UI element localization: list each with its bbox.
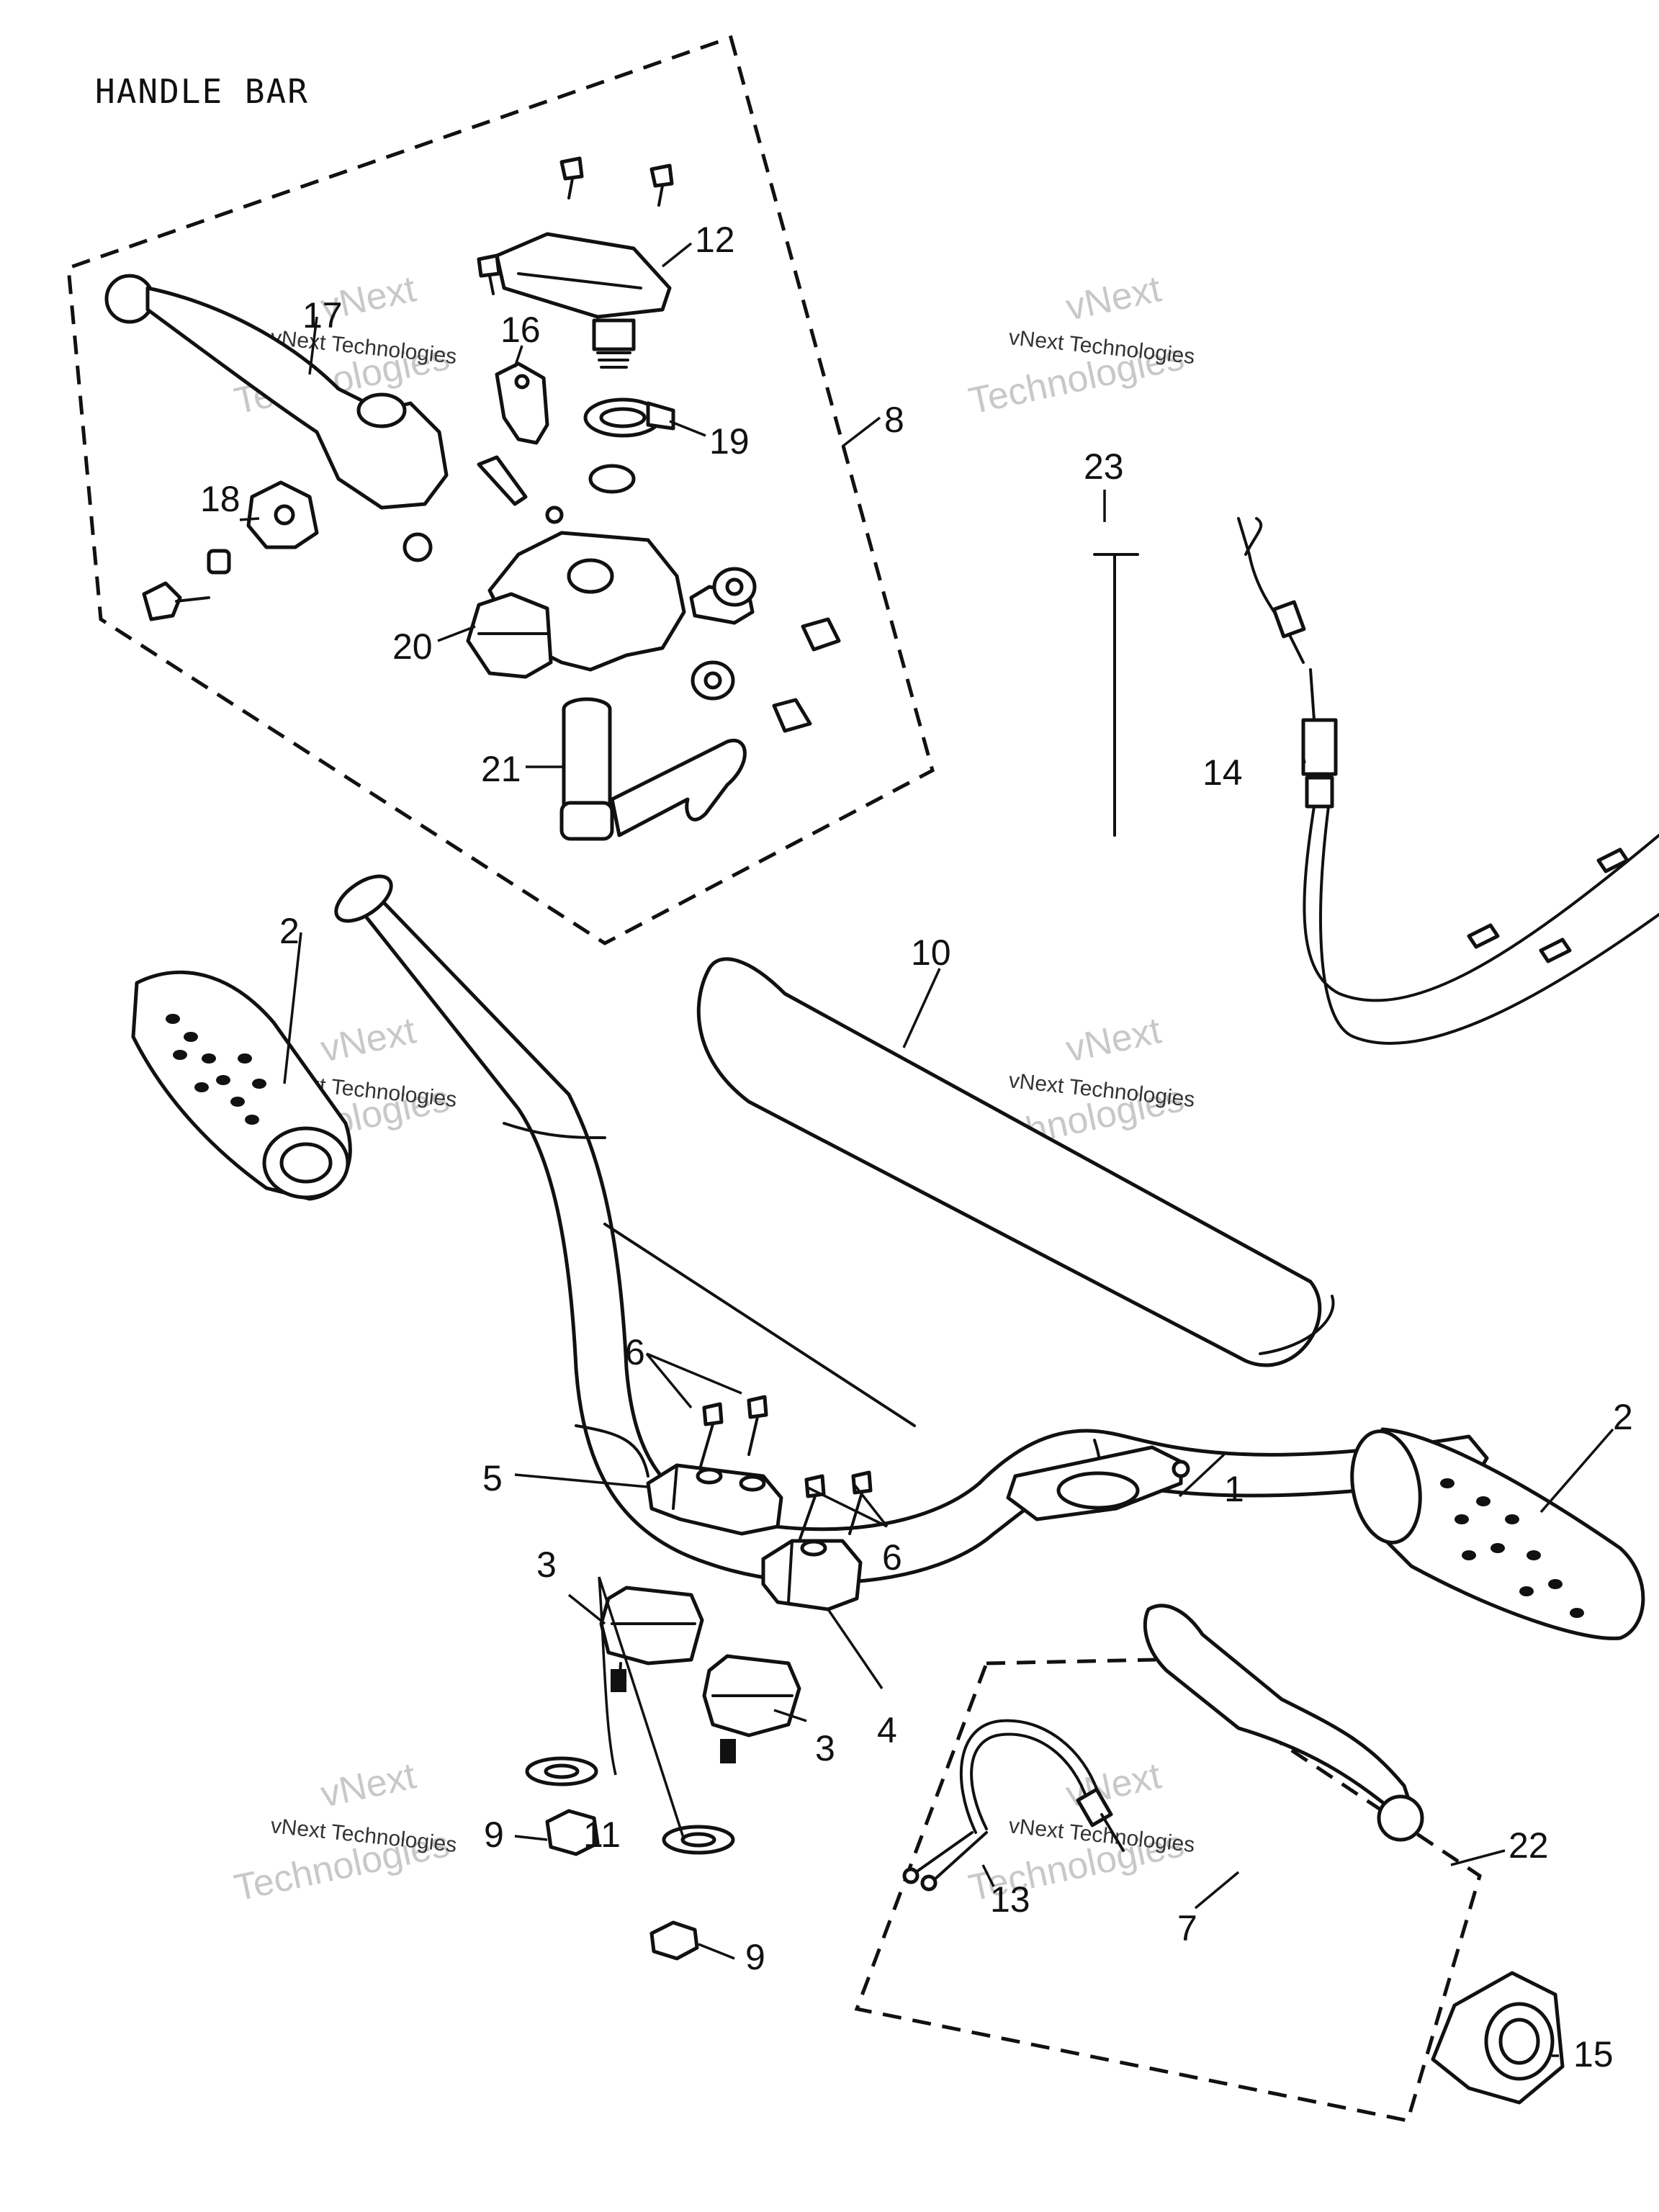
callout-4: 4	[877, 1710, 897, 1750]
callout-2-left: 2	[279, 911, 300, 951]
part-15-throttle-housing	[1431, 1971, 1565, 2105]
top-screws	[477, 156, 674, 295]
svg-text:vNext: vNext	[1062, 268, 1165, 328]
callout-20: 20	[392, 626, 433, 667]
callout-18: 18	[200, 479, 240, 519]
assembly-8-small-parts	[142, 455, 841, 733]
callout-16: 16	[500, 310, 541, 350]
part-20-master-cylinder	[466, 531, 755, 679]
part-21-pivot	[559, 697, 747, 841]
leader-lines	[239, 242, 1614, 2057]
part-14-throttle-cable	[1237, 517, 1659, 1045]
callout-12: 12	[695, 220, 735, 260]
part-3-right-riser	[702, 1654, 801, 1763]
callout-17: 17	[302, 295, 343, 336]
part-12-reservoir-cap	[495, 232, 672, 319]
part-9-nuts	[545, 1809, 699, 1961]
svg-text:vNext: vNext	[317, 1010, 420, 1070]
part-2-left-grip	[131, 970, 352, 1201]
callout-3-left: 3	[536, 1545, 557, 1585]
callout-5: 5	[482, 1458, 503, 1498]
watermark-top-right: vNext Technologies vNext Technologies	[965, 268, 1195, 422]
callout-labels: 1 2 2 3 3 4 5 6 6 7 8 9 9 10 11 12 13 14…	[200, 220, 1633, 2074]
assembly-22-boundary	[854, 1658, 1482, 2123]
part-16-bracket	[495, 361, 549, 445]
part-3-left-riser	[599, 1586, 704, 1692]
callout-2-right: 2	[1613, 1397, 1633, 1437]
callout-9-left: 9	[484, 1815, 504, 1855]
callout-6-right: 6	[882, 1537, 902, 1578]
diagram-title: HANDLE BAR	[95, 72, 309, 111]
svg-text:vNext: vNext	[1062, 1010, 1165, 1070]
callout-23: 23	[1084, 446, 1124, 487]
callout-21: 21	[481, 749, 521, 789]
part-22-clamp	[1006, 1445, 1190, 1521]
callout-1: 1	[1224, 1469, 1244, 1509]
callout-6-left: 6	[625, 1332, 645, 1372]
part-11-washers	[525, 1756, 735, 1855]
part-7-lever	[1143, 1604, 1424, 1842]
part-13-switch-wires	[902, 1719, 1125, 1892]
part-10-handlebar-pad	[696, 957, 1335, 1367]
part-4-upper-clamp	[761, 1539, 863, 1611]
svg-text:vNext: vNext	[1062, 1755, 1165, 1815]
part-5-upper-clamp	[646, 1463, 783, 1536]
watermark-bottom-left: vNext Technologies vNext Technologies	[230, 1755, 457, 1909]
part-23-pin	[1093, 553, 1139, 837]
part-19-clip	[583, 397, 675, 438]
part-17-lever	[104, 274, 449, 510]
part-6-clamp-bolts	[698, 1395, 873, 1542]
callout-9-right: 9	[745, 1937, 765, 1977]
callout-13: 13	[990, 1879, 1030, 1920]
callout-3-right: 3	[815, 1728, 835, 1768]
callout-14: 14	[1202, 752, 1243, 793]
callout-8: 8	[884, 400, 904, 440]
callout-19: 19	[709, 421, 750, 462]
assembly-8-boundary	[66, 35, 935, 945]
svg-text:vNext: vNext	[317, 1755, 420, 1815]
callout-22: 22	[1509, 1825, 1549, 1866]
callout-15: 15	[1573, 2034, 1614, 2074]
callout-10: 10	[911, 932, 951, 973]
callout-11: 11	[583, 1815, 621, 1855]
reservoir-plug	[588, 318, 636, 494]
part-2-right-grip	[1350, 1427, 1645, 1640]
callout-7: 7	[1177, 1908, 1197, 1948]
